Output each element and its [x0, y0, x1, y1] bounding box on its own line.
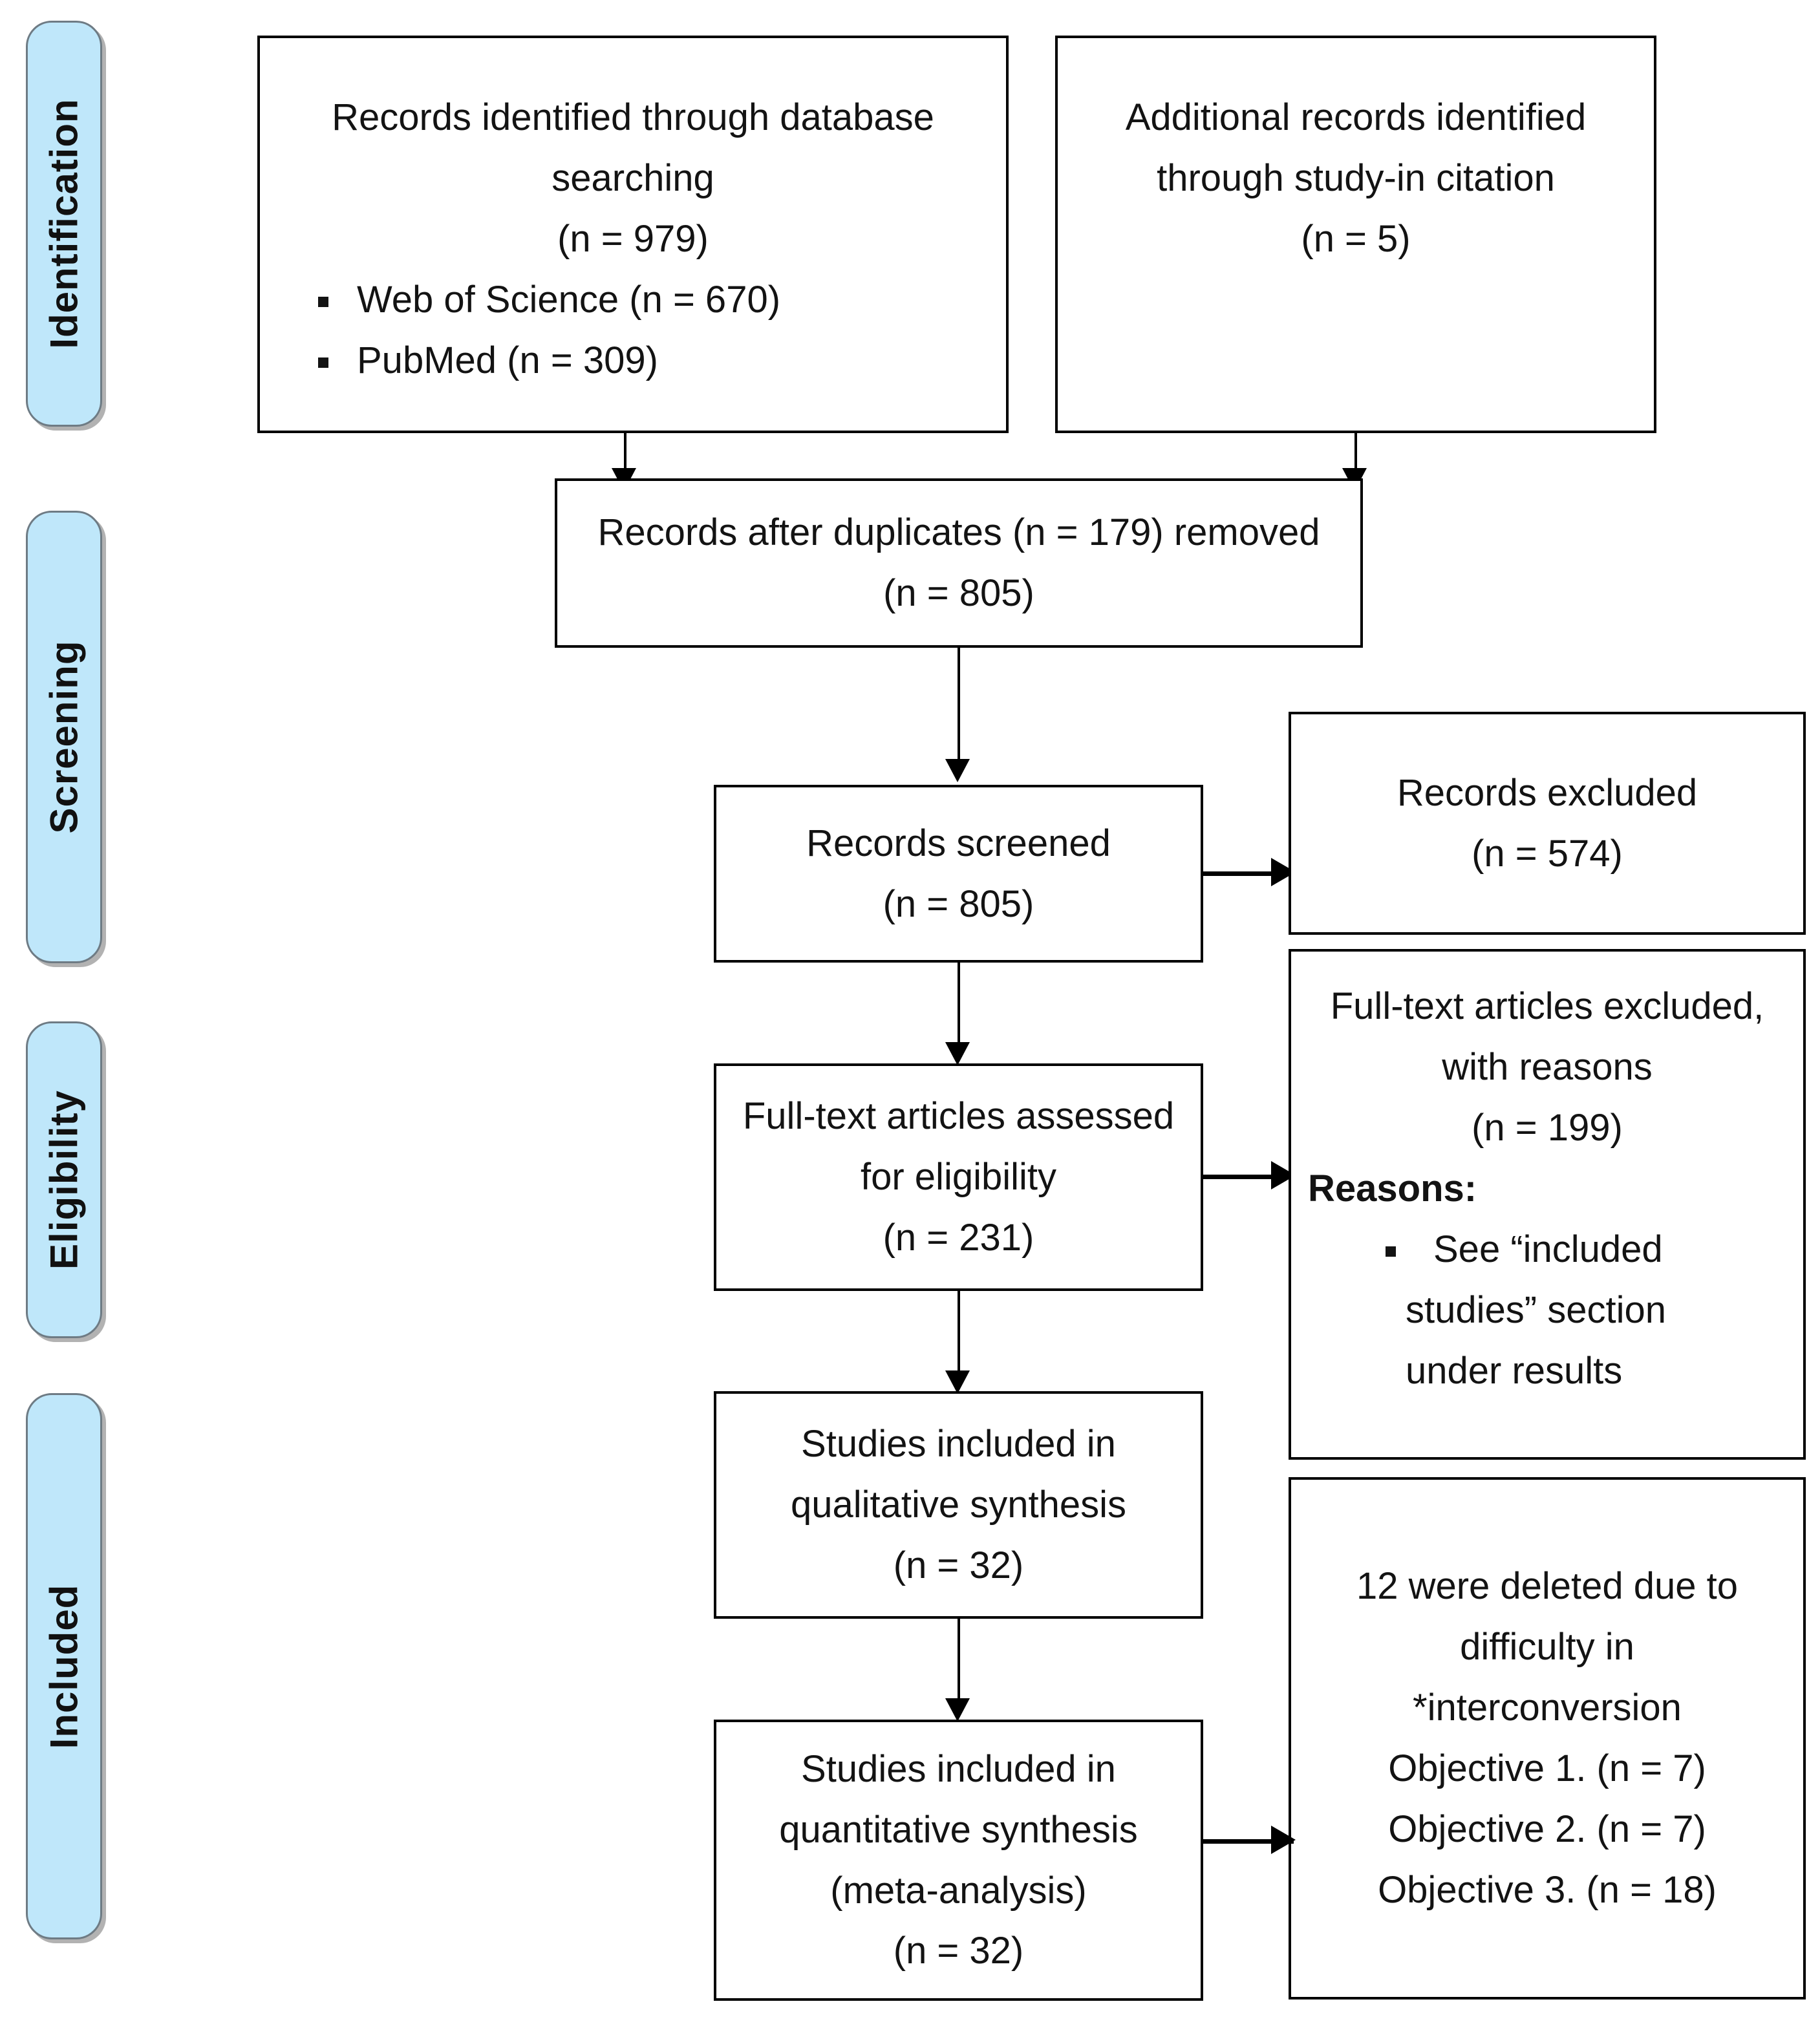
qualitative-synthesis-line-1: Studies included in	[801, 1423, 1116, 1466]
deleted-objectives-line-2: difficulty in	[1460, 1625, 1634, 1668]
square-bullet-icon	[318, 357, 328, 368]
connector-line-quantitative-to-objectives	[1203, 1839, 1294, 1844]
fulltext-excluded-line-2: with reasons	[1442, 1045, 1653, 1088]
database-search-line-1: Records identified through database	[332, 96, 934, 138]
fulltext-excluded-reasons-heading: Reasons:	[1308, 1167, 1477, 1210]
square-bullet-icon	[318, 296, 328, 307]
connector-line-screened-to-excluded	[1203, 871, 1294, 876]
box-qualitative-synthesis: Studies included in qualitative synthesi…	[714, 1391, 1203, 1619]
additional-records-line-2: through study-in citation	[1157, 156, 1555, 199]
connector-line-fulltext-to-excluded	[1203, 1175, 1294, 1179]
phase-pill-identification: Identification	[26, 21, 102, 427]
records-screened-line-1: Records screened	[806, 822, 1111, 864]
square-bullet-icon	[1386, 1246, 1396, 1257]
additional-records-line-1: Additional records identified	[1125, 96, 1587, 138]
phase-label-included: Included	[42, 1584, 86, 1749]
quantitative-synthesis-line-2: quantitative synthesis	[779, 1808, 1138, 1851]
fulltext-excluded-count: (n = 199)	[1472, 1106, 1623, 1149]
database-search-bullet-2-label: PubMed (n = 309)	[357, 339, 658, 381]
fulltext-excluded-line-1: Full-text articles excluded,	[1330, 985, 1764, 1027]
deleted-objectives-objective-3: Objective 3. (n = 18)	[1378, 1868, 1717, 1911]
database-search-bullet-2: PubMed (n = 309)	[277, 330, 989, 391]
records-excluded-count: (n = 574)	[1472, 832, 1623, 875]
box-records-screened: Records screened (n = 805)	[714, 785, 1203, 963]
connector-line-duplicates-to-screened	[958, 648, 960, 764]
box-fulltext-excluded: Full-text articles excluded, with reason…	[1289, 949, 1806, 1460]
phase-pill-screening: Screening	[26, 511, 102, 963]
fulltext-assessed-count: (n = 231)	[883, 1216, 1034, 1259]
box-quantitative-synthesis: Studies included in quantitative synthes…	[714, 1720, 1203, 2001]
arrow-down-icon	[945, 1370, 970, 1394]
connector-line-additional-to-duplicates	[1354, 433, 1357, 473]
phase-label-screening: Screening	[42, 640, 86, 834]
connector-line-screened-to-fulltext	[958, 963, 960, 1047]
records-excluded-line-1: Records excluded	[1397, 771, 1698, 814]
fulltext-excluded-reason-line-2: studies” section	[1406, 1288, 1666, 1331]
additional-records-count: (n = 5)	[1301, 217, 1411, 260]
records-screened-count: (n = 805)	[883, 882, 1034, 925]
qualitative-synthesis-line-2: qualitative synthesis	[790, 1484, 1127, 1526]
quantitative-synthesis-line-1: Studies included in	[801, 1747, 1116, 1790]
fulltext-excluded-reason-bullet: See “included	[1308, 1219, 1786, 1280]
connector-line-fulltext-to-qualitative	[958, 1291, 960, 1375]
database-search-count: (n = 979)	[557, 217, 709, 260]
fulltext-assessed-line-2: for eligibility	[861, 1156, 1056, 1199]
quantitative-synthesis-count: (n = 32)	[893, 1930, 1024, 1972]
phase-pill-included: Included	[26, 1393, 102, 1939]
database-search-bullet-1-label: Web of Science (n = 670)	[357, 278, 781, 321]
fulltext-excluded-reason-line-1: See “included	[1433, 1228, 1663, 1270]
fulltext-assessed-line-1: Full-text articles assessed	[742, 1095, 1175, 1138]
arrow-down-icon	[945, 1042, 970, 1065]
database-search-bullet-1: Web of Science (n = 670)	[277, 270, 989, 330]
box-database-search: Records identified through database sear…	[257, 36, 1009, 433]
deleted-objectives-line-3: *interconversion	[1413, 1686, 1682, 1729]
phase-pill-eligibility: Eligibility	[26, 1021, 102, 1338]
phase-label-identification: Identification	[42, 98, 86, 349]
arrow-down-icon	[945, 759, 970, 782]
box-records-excluded: Records excluded (n = 574)	[1289, 712, 1806, 935]
box-fulltext-assessed: Full-text articles assessed for eligibil…	[714, 1063, 1203, 1291]
connector-line-qualitative-to-quantitative	[958, 1619, 960, 1703]
phase-label-eligibility: Eligibility	[42, 1090, 86, 1270]
connector-line-db-to-duplicates	[624, 433, 626, 473]
fulltext-excluded-reason-line-3: under results	[1406, 1349, 1623, 1392]
duplicates-removed-line-1: Records after duplicates (n = 179) remov…	[597, 511, 1320, 554]
arrow-down-icon	[945, 1698, 970, 1722]
quantitative-synthesis-line-3: (meta-analysis)	[830, 1869, 1087, 1912]
qualitative-synthesis-count: (n = 32)	[893, 1544, 1024, 1586]
deleted-objectives-objective-1: Objective 1. (n = 7)	[1388, 1747, 1706, 1789]
box-additional-records: Additional records identified through st…	[1055, 36, 1656, 433]
box-deleted-objectives: 12 were deleted due to difficulty in *in…	[1289, 1477, 1806, 1999]
arrow-right-icon	[1271, 1826, 1296, 1854]
duplicates-removed-count: (n = 805)	[883, 572, 1034, 614]
database-search-line-2: searching	[551, 156, 714, 199]
deleted-objectives-line-1: 12 were deleted due to	[1356, 1565, 1739, 1607]
deleted-objectives-objective-2: Objective 2. (n = 7)	[1388, 1807, 1706, 1850]
box-duplicates-removed: Records after duplicates (n = 179) remov…	[555, 478, 1363, 648]
